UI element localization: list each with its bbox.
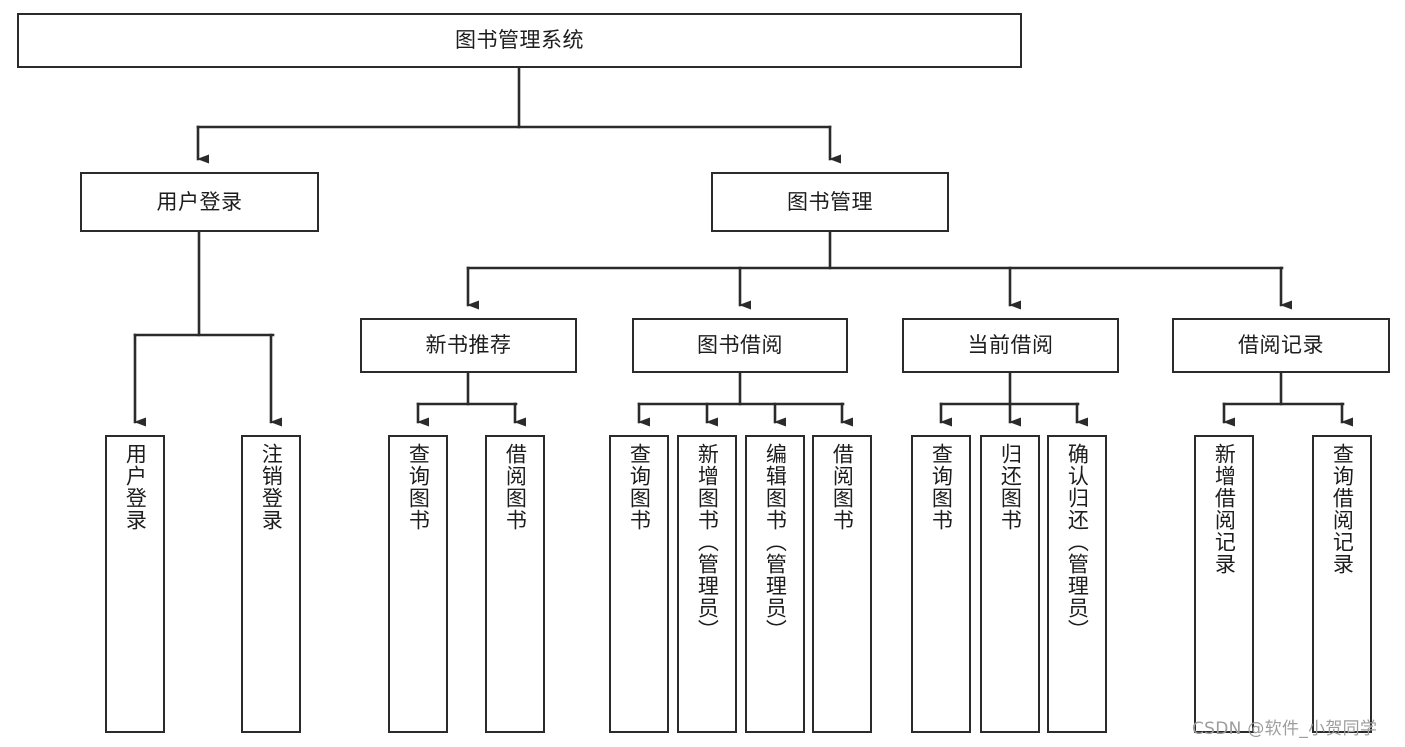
leaf-return-book[interactable]: 归还图书 — [980, 435, 1040, 733]
csdn-watermark: CSDN @软件_小贺同学 — [1192, 719, 1378, 739]
leaf-add-record-label: 新增借阅记录 — [1212, 443, 1237, 575]
leaf-logout-login-label: 注销登录 — [259, 443, 284, 531]
leaf-confirm-return-label: 确认归还（管理员） — [1065, 443, 1090, 641]
leaf-query-book-3[interactable]: 查询图书 — [911, 435, 971, 733]
leaf-user-login[interactable]: 用户登录 — [105, 435, 165, 733]
leaf-return-book-label: 归还图书 — [998, 443, 1023, 531]
leaf-borrow-book-2[interactable]: 借阅图书 — [812, 435, 872, 733]
leaf-query-book-2-label: 查询图书 — [627, 443, 652, 531]
leaf-confirm-return[interactable]: 确认归还（管理员） — [1047, 435, 1107, 733]
leaf-edit-book-label: 编辑图书（管理员） — [763, 443, 788, 641]
leaf-add-book-label: 新增图书（管理员） — [695, 443, 720, 641]
node-current-borrow-label: 当前借阅 — [967, 333, 1054, 358]
leaf-borrow-book-1-label: 借阅图书 — [503, 443, 528, 531]
leaf-query-book-3-label: 查询图书 — [929, 443, 954, 531]
node-new-book-recommend-label: 新书推荐 — [425, 333, 512, 358]
leaf-add-book[interactable]: 新增图书（管理员） — [677, 435, 737, 733]
leaf-user-login-label: 用户登录 — [123, 443, 148, 531]
node-user-login[interactable]: 用户登录 — [80, 172, 319, 232]
node-book-borrow-label: 图书借阅 — [697, 333, 783, 358]
node-book-manage-label: 图书管理 — [787, 189, 873, 214]
leaf-logout-login[interactable]: 注销登录 — [241, 435, 301, 733]
node-borrow-record[interactable]: 借阅记录 — [1172, 318, 1390, 373]
node-root[interactable]: 图书管理系统 — [17, 13, 1022, 68]
leaf-query-book-1[interactable]: 查询图书 — [388, 435, 448, 733]
node-user-login-label: 用户登录 — [156, 189, 243, 214]
leaf-borrow-book-1[interactable]: 借阅图书 — [485, 435, 545, 733]
leaf-borrow-book-2-label: 借阅图书 — [830, 443, 855, 531]
leaf-edit-book[interactable]: 编辑图书（管理员） — [745, 435, 805, 733]
node-new-book-recommend[interactable]: 新书推荐 — [360, 318, 577, 373]
node-current-borrow[interactable]: 当前借阅 — [902, 318, 1119, 373]
node-root-label: 图书管理系统 — [455, 28, 584, 53]
node-book-manage[interactable]: 图书管理 — [711, 172, 949, 232]
leaf-add-record[interactable]: 新增借阅记录 — [1194, 435, 1254, 733]
node-borrow-record-label: 借阅记录 — [1238, 333, 1324, 358]
leaf-query-book-2[interactable]: 查询图书 — [609, 435, 669, 733]
leaf-query-record[interactable]: 查询借阅记录 — [1312, 435, 1372, 733]
node-book-borrow[interactable]: 图书借阅 — [632, 318, 848, 373]
leaf-query-book-1-label: 查询图书 — [406, 443, 431, 531]
leaf-query-record-label: 查询借阅记录 — [1330, 443, 1355, 575]
